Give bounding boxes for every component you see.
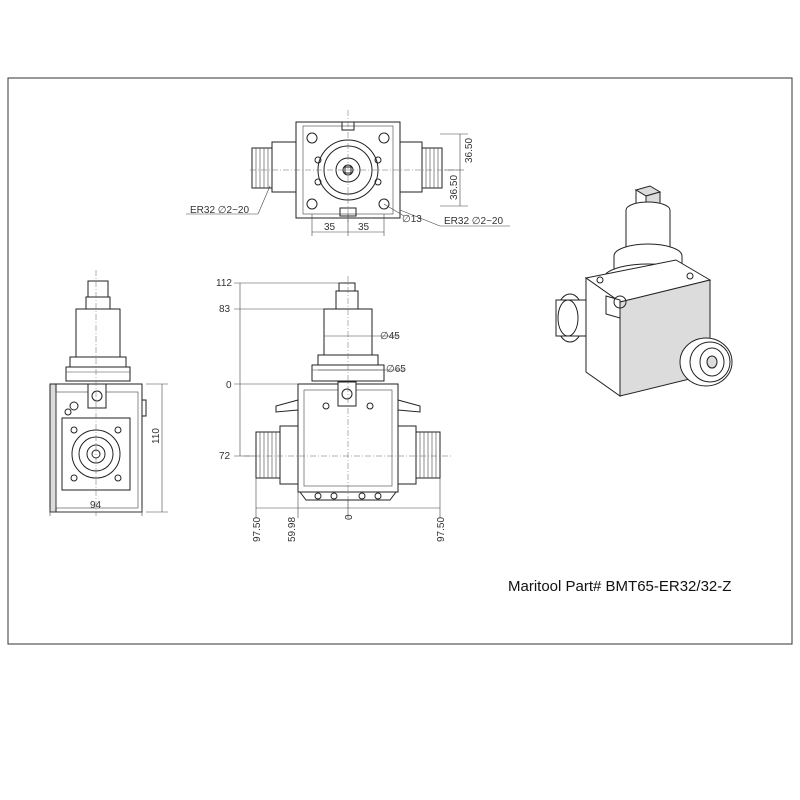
- side-view: [49, 270, 168, 516]
- front-dia-45: ∅45: [380, 331, 400, 342]
- front-dia-65: ∅65: [386, 364, 406, 375]
- front-height-72: 72: [219, 451, 231, 462]
- front-bottom-97-50-left: 97.50: [252, 517, 263, 542]
- top-dim-36-50-upper: 36.50: [464, 138, 475, 163]
- sheet-border: [7, 77, 793, 645]
- side-dim-94: 94: [90, 500, 102, 511]
- front-view: [234, 276, 452, 518]
- front-bottom-59-98: 59.98: [287, 517, 298, 542]
- top-dim-35-right: 35: [358, 222, 370, 233]
- front-height-112: 112: [216, 278, 232, 289]
- isometric-view: [555, 185, 733, 397]
- part-number-label: Maritool Part# BMT65-ER32/32-Z: [508, 578, 732, 595]
- front-height-83: 83: [219, 304, 231, 315]
- top-dim-36-50-lower: 36.50: [449, 175, 460, 200]
- top-collet-right-label: ER32 ∅2~20: [444, 216, 503, 227]
- top-hole-dia-label: ∅13: [402, 214, 422, 225]
- side-dim-110: 110: [151, 428, 162, 444]
- top-view: [186, 110, 510, 236]
- top-dim-35-left: 35: [324, 222, 336, 233]
- front-bottom-97-50-right: 97.50: [436, 517, 447, 542]
- front-bottom-0: 0: [344, 514, 355, 520]
- front-height-0: 0: [226, 380, 232, 391]
- top-collet-left-label: ER32 ∅2~20: [190, 205, 249, 216]
